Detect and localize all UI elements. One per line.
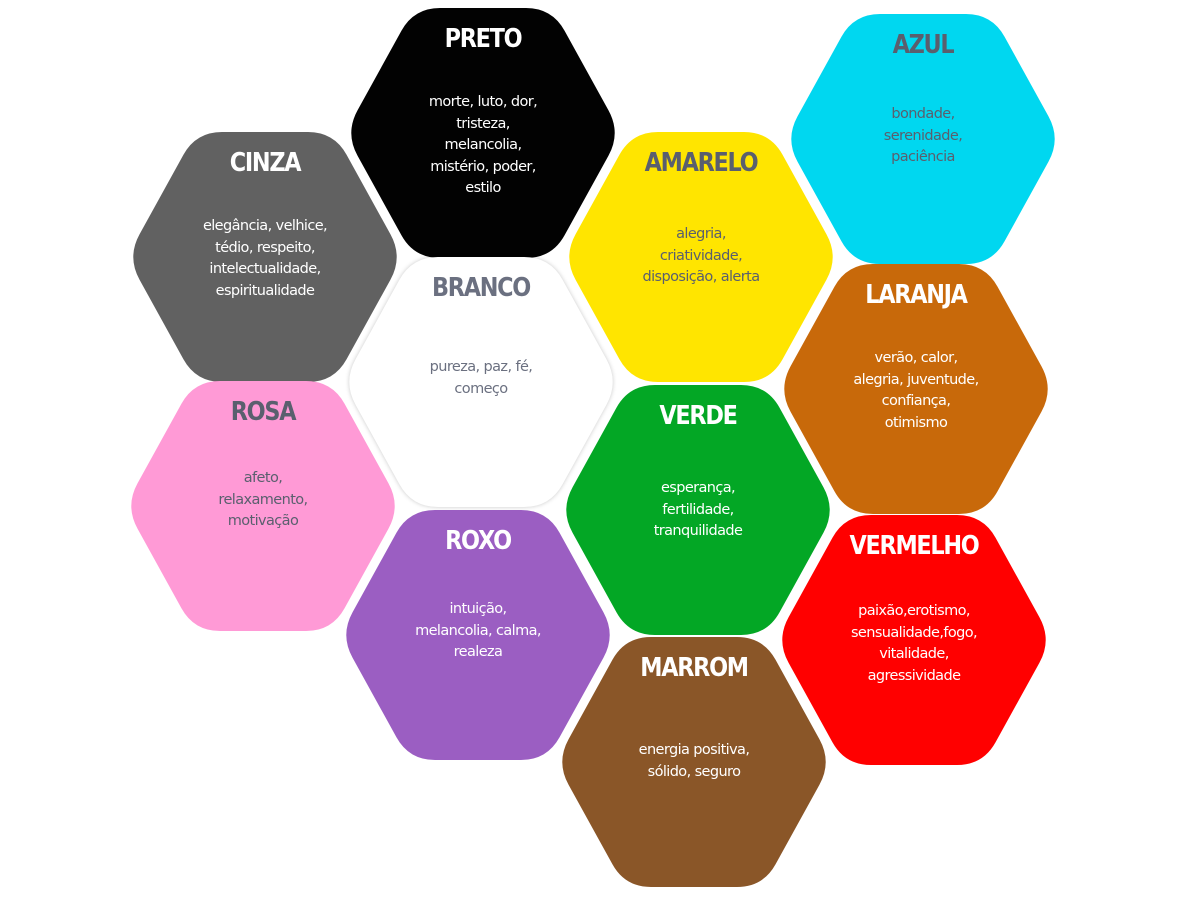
hexagon-description: paixão,erotismo, sensualidade,fogo, vita…: [850, 603, 978, 684]
hexagon-description: verão, calor, alegria, juventude, confia…: [853, 350, 979, 431]
hexagon-fill: [349, 257, 613, 507]
hexagon-fill: [133, 132, 397, 382]
hexagon-shape: [782, 515, 1046, 765]
hexagon-shape: [566, 385, 830, 635]
hexagon-title: LARANJA: [865, 280, 968, 310]
hexagon-title: VERMELHO: [849, 531, 980, 561]
hexagon-shape: [349, 257, 613, 507]
hexagon-title: AMARELO: [644, 148, 759, 178]
hexagon-description: energia positiva, sólido, seguro: [638, 742, 750, 780]
hexagon-laranja: LARANJA verão, calor, alegria, juventude…: [778, 264, 1054, 514]
hexagon-description: elegância, velhice, tédio, respeito, int…: [202, 218, 328, 299]
hexagon-roxo: ROXO intuição, melancolia, calma, realez…: [340, 510, 616, 760]
hexagon-title: ROXO: [445, 526, 512, 556]
hexagon-title: VERDE: [659, 401, 737, 431]
hexagon-shape: [346, 510, 610, 760]
hexagon-title: PRETO: [444, 24, 523, 54]
hexagon-shape: [569, 132, 833, 382]
hexagon-fill: [131, 381, 395, 631]
hexagon-branco: BRANCO pureza, paz, fé, começo: [343, 257, 619, 507]
hexagon-shape: [784, 264, 1048, 514]
hexagon-description: alegria, criatividade, disposição, alert…: [642, 226, 761, 285]
hexagon-title: AZUL: [892, 30, 955, 60]
hexagon-fill: [569, 132, 833, 382]
hexagon-azul: AZUL bondade, serenidade, paciência: [785, 14, 1061, 264]
hexagon-description: morte, luto, dor, tristeza, melancolia, …: [428, 94, 538, 196]
hexagon-description: bondade, serenidade, paciência: [883, 106, 963, 165]
hexagon-fill: [782, 515, 1046, 765]
hexagon-preto: PRETO morte, luto, dor, tristeza, melanc…: [345, 8, 621, 258]
hexagon-title: CINZA: [229, 148, 302, 178]
hexagon-fill: [566, 385, 830, 635]
hexagon-shape: [351, 8, 615, 258]
hexagon-rosa: ROSA afeto, relaxamento, motivação: [125, 381, 401, 631]
hexagon-fill: [784, 264, 1048, 514]
hexagon-fill: [351, 8, 615, 258]
hexagon-fill: [346, 510, 610, 760]
hexagon-description: pureza, paz, fé, começo: [429, 359, 533, 397]
hexagon-vermelho: VERMELHO paixão,erotismo, sensualidade,f…: [776, 515, 1052, 765]
hexagon-description: esperança, fertilidade, tranquilidade: [653, 480, 743, 539]
hexagon-fill: [562, 637, 826, 887]
hexagon-title: MARROM: [640, 653, 749, 683]
hexagon-shape: [791, 14, 1055, 264]
hexagon-amarelo: AMARELO alegria, criatividade, disposiçã…: [563, 132, 839, 382]
hexagon-fill: [791, 14, 1055, 264]
hexagon-cinza: CINZA elegância, velhice, tédio, respeit…: [127, 132, 403, 382]
hexagon-marrom: MARROM energia positiva, sólido, seguro: [556, 637, 832, 887]
hexagon-shape: [133, 132, 397, 382]
hexagon-verde: VERDE esperança, fertilidade, tranquilid…: [560, 385, 836, 635]
hexagon-title: ROSA: [230, 397, 297, 427]
hexagon-description: intuição, melancolia, calma, realeza: [415, 601, 541, 660]
hexagon-title: BRANCO: [432, 273, 531, 303]
hexagon-shape: [562, 637, 826, 887]
hexagon-shape: [131, 381, 395, 631]
hexagon-description: afeto, relaxamento, motivação: [218, 470, 308, 529]
